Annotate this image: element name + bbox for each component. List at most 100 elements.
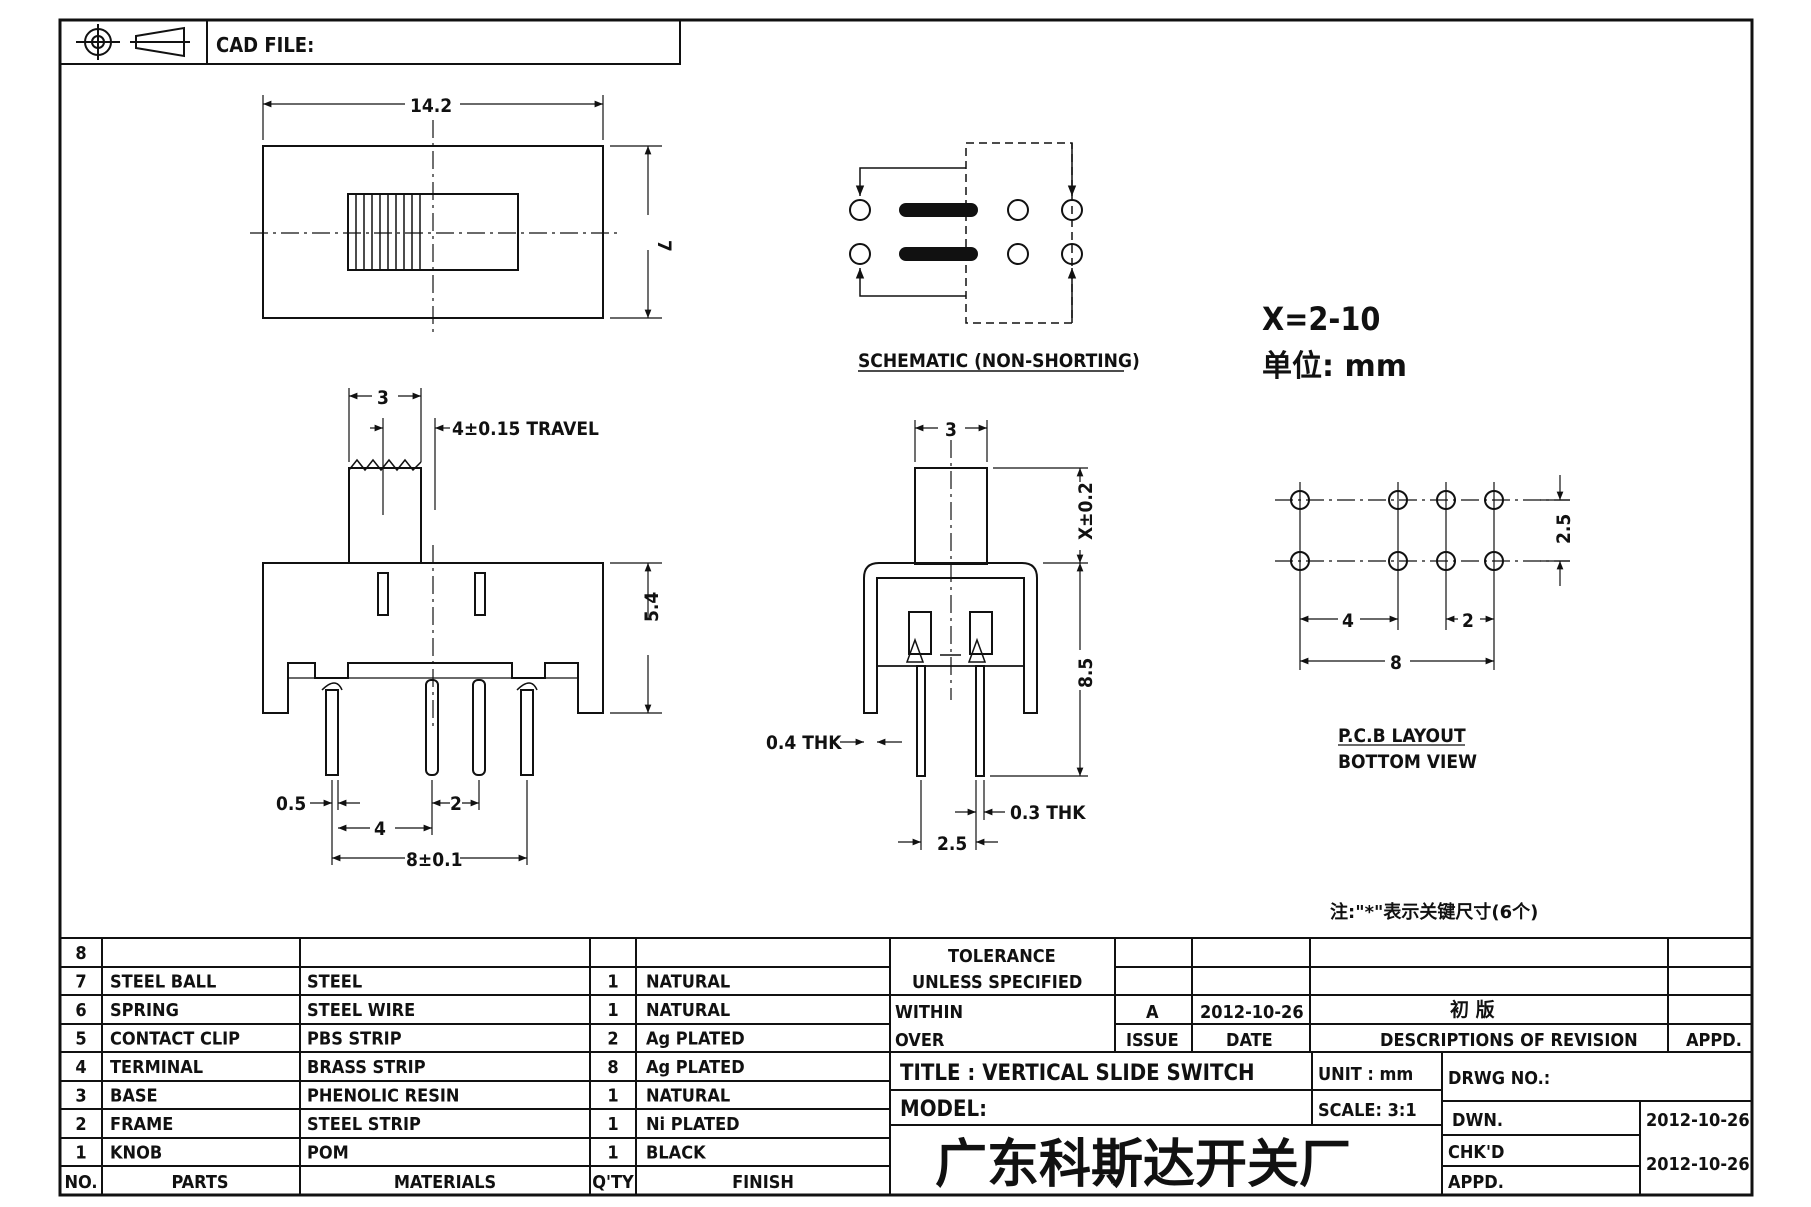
front-actuator-dim: 3 (945, 419, 957, 441)
bom-cell-no: 8 (75, 943, 86, 964)
top-width-dim: 14.2 (410, 95, 452, 117)
bom-header-qty: Q'TY (592, 1172, 634, 1193)
bom-table-grid (60, 937, 1752, 1195)
revision-desc-label: DESCRIPTIONS OF REVISION (1380, 1030, 1638, 1051)
bom-cell-no: 2 (75, 1114, 86, 1135)
front-height-dim: 8.5 (1075, 658, 1097, 688)
drawn-label: DWN. (1452, 1110, 1503, 1131)
front-frame-thk: 0.4 THK (766, 732, 842, 754)
unless-specified-label: UNLESS SPECIFIED (912, 972, 1082, 993)
bom-cell-qty: 1 (607, 1143, 618, 1164)
revision-desc: 初 版 (1450, 998, 1495, 1021)
bom-cell-material: STEEL (307, 972, 362, 993)
side-travel-label: 4±0.15 TRAVEL (452, 418, 599, 440)
bom-cell-finish: Ag PLATED (646, 1029, 745, 1050)
bom-cell-material: BRASS STRIP (307, 1057, 426, 1078)
bom-header-no: NO. (64, 1172, 97, 1193)
key-dimension-note: 注:"*"表示关键尺寸(6个) (1330, 901, 1538, 923)
x-range-text: X=2-10 (1262, 300, 1380, 338)
pcb-caption-1: P.C.B LAYOUT (1338, 725, 1466, 747)
bom-cell-qty: 1 (607, 972, 618, 993)
tolerance-label: TOLERANCE (948, 946, 1056, 967)
bom-cell-material: PHENOLIC RESIN (307, 1086, 459, 1107)
bom-cell-part: SPRING (110, 1000, 179, 1021)
bom-cell-qty: 8 (607, 1057, 618, 1078)
company-name: 广东科斯达开关厂 (935, 1135, 1351, 1195)
issue-label: ISSUE (1126, 1030, 1179, 1051)
pcb-pitch-v: 2.5 (1553, 514, 1575, 544)
drawn-date: 2012-10-26 (1646, 1110, 1750, 1131)
bom-cell-no: 5 (75, 1029, 86, 1050)
unit-field: UNIT : mm (1318, 1064, 1413, 1085)
bom-cell-material: STEEL STRIP (307, 1114, 421, 1135)
pcb-pitch-b: 2 (1462, 610, 1474, 632)
pcb-caption-2: BOTTOM VIEW (1338, 751, 1477, 773)
bom-cell-qty: 1 (607, 1086, 618, 1107)
unit-text: 单位: mm (1262, 349, 1407, 384)
bom-header-material: MATERIALS (394, 1172, 496, 1193)
checked-label: CHK'D (1448, 1142, 1504, 1163)
pcb-pitch-a: 4 (1342, 610, 1354, 632)
sheet-border (58, 18, 1754, 1197)
pcb-span: 8 (1390, 652, 1402, 674)
bom-cell-part: FRAME (110, 1114, 173, 1135)
front-view (840, 420, 1088, 850)
bom-cell-no: 3 (75, 1086, 86, 1107)
title-block-grid (890, 938, 1752, 1195)
schematic-caption: SCHEMATIC (NON-SHORTING) (858, 350, 1140, 372)
bom-cell-no: 6 (75, 1000, 86, 1021)
top-view (250, 95, 662, 332)
bom-cell-finish: NATURAL (646, 1086, 730, 1107)
approved-label: APPD. (1448, 1172, 1504, 1193)
cad-file-label: CAD FILE: (216, 33, 314, 57)
side-pitch-small: 2 (450, 793, 462, 815)
bom-cell-part: CONTACT CLIP (110, 1029, 240, 1050)
date-label: DATE (1226, 1030, 1273, 1051)
appd-label: APPD. (1686, 1030, 1742, 1051)
bom-cell-finish: BLACK (646, 1143, 707, 1164)
issue-value: A (1146, 1002, 1159, 1023)
bom-cell-no: 4 (75, 1057, 86, 1078)
header-block: CAD FILE: (59, 19, 681, 65)
bom-cell-material: POM (307, 1143, 349, 1164)
checked-date: 2012-10-26 (1646, 1154, 1750, 1175)
bom-cell-material: PBS STRIP (307, 1029, 402, 1050)
side-height-dim: 5.4 (641, 592, 663, 622)
date-value: 2012-10-26 (1200, 1002, 1304, 1023)
top-height-dim: 7 (653, 240, 675, 252)
bom-cell-part: TERMINAL (110, 1057, 203, 1078)
bom-cell-material: STEEL WIRE (307, 1000, 415, 1021)
bom-cell-qty: 1 (607, 1000, 618, 1021)
bom-cell-no: 7 (75, 972, 86, 993)
side-pin-dim: 0.5 (276, 793, 306, 815)
model-label: MODEL: (900, 1097, 987, 1122)
front-pin-pitch: 2.5 (937, 833, 967, 855)
pcb-layout (1275, 475, 1570, 746)
bom-cell-no: 1 (75, 1143, 86, 1164)
over-label: OVER (895, 1030, 945, 1051)
front-x-dim: X±0.2 (1075, 482, 1097, 540)
side-actuator-dim: 3 (377, 387, 389, 409)
bom-cell-finish: NATURAL (646, 972, 730, 993)
side-span-dim: 8±0.1 (406, 849, 463, 871)
bom-cell-part: BASE (110, 1086, 158, 1107)
bom-cell-part: KNOB (110, 1143, 162, 1164)
drawing-title: TITLE : VERTICAL SLIDE SWITCH (900, 1061, 1255, 1086)
bom-cell-qty: 2 (607, 1029, 618, 1050)
bom-cell-finish: NATURAL (646, 1000, 730, 1021)
bom-header-finish: FINISH (732, 1172, 794, 1193)
schematic (849, 142, 1124, 372)
bom-cell-part: STEEL BALL (110, 972, 216, 993)
bom-cell-finish: Ag PLATED (646, 1057, 745, 1078)
within-label: WITHIN (895, 1002, 963, 1023)
projection-symbol-icon (76, 24, 190, 60)
bom-cell-finish: Ni PLATED (646, 1114, 740, 1135)
bom-header-part: PARTS (171, 1172, 228, 1193)
drawing-number-label: DRWG NO.: (1448, 1068, 1550, 1089)
front-pin-thk: 0.3 THK (1010, 802, 1086, 824)
bom-cell-qty: 1 (607, 1114, 618, 1135)
side-view (262, 388, 662, 865)
side-pitch-mid: 4 (374, 818, 386, 840)
